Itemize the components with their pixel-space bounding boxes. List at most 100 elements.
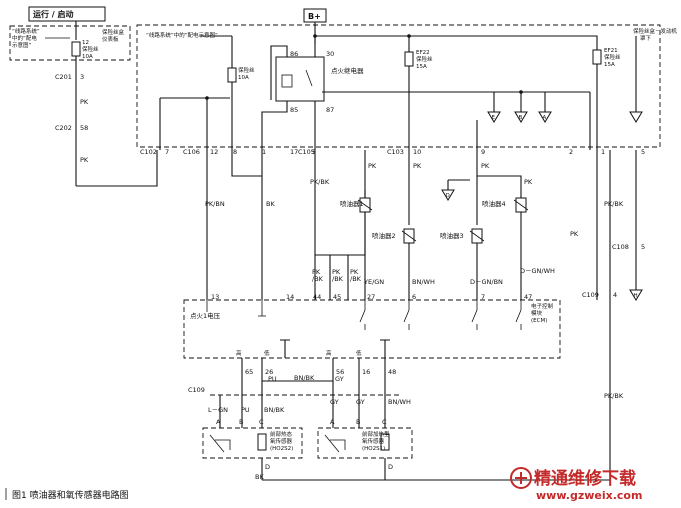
fuse-12-name: 保险丝 (82, 45, 99, 53)
svg-text:模块: 模块 (531, 309, 543, 317)
svg-text:10: 10 (413, 148, 421, 156)
svg-text:14: 14 (286, 293, 294, 301)
power-note-3: 示意图” (12, 41, 32, 49)
svg-text:47: 47 (524, 293, 532, 301)
wire-bk: BK (266, 200, 275, 208)
wire-pk-2: PK (80, 156, 89, 164)
wire-pk-bn: PK/BN (205, 200, 225, 208)
svg-text:A: A (330, 418, 335, 426)
sensor-1-heater (257, 433, 267, 451)
connector-c109-left: C109 (188, 386, 205, 394)
svg-text:氧传感器: 氧传感器 (270, 437, 293, 445)
fuse-12-number: 12 (82, 40, 89, 46)
svg-text:E: E (492, 115, 496, 121)
svg-text:www.gzweix.com: www.gzweix.com (536, 489, 642, 502)
svg-text:精通维修下载: 精通维修下载 (534, 468, 636, 489)
wire-dgn-wh: D－GN/WH (520, 267, 555, 275)
wire-bn-bk: BN/BK (294, 374, 315, 382)
front-heated-o2-sensor-2 (202, 427, 303, 459)
svg-text:17: 17 (290, 148, 298, 156)
wire-pk-right: PK (570, 230, 579, 238)
svg-text:10A: 10A (238, 75, 249, 81)
injector-4-label: 喷油器4 (482, 199, 506, 208)
connector-c109-right: C109 (582, 291, 599, 299)
svg-text:前部加热型: 前部加热型 (362, 430, 390, 438)
svg-text:B: B (239, 418, 243, 426)
svg-text:保险丝: 保险丝 (416, 55, 433, 63)
svg-text:4: 4 (613, 291, 617, 299)
svg-text:/BK: /BK (312, 275, 324, 283)
svg-text:5: 5 (641, 243, 645, 251)
ignition-switch-box (28, 6, 106, 22)
svg-text:C: C (382, 418, 387, 426)
svg-text:电子控制: 电子控制 (531, 302, 554, 310)
svg-text:保险丝: 保险丝 (604, 53, 621, 61)
svg-text:前部热态: 前部热态 (270, 430, 293, 438)
svg-text:低: 低 (356, 349, 362, 357)
relay-coil (281, 74, 293, 88)
svg-text:高: 高 (236, 349, 242, 357)
power-note-2: 中的“配电 (12, 34, 37, 42)
svg-text:BN/BK: BN/BK (264, 406, 285, 414)
svg-text:/BK: /BK (350, 275, 362, 283)
svg-text:C: C (259, 418, 264, 426)
connector-c102: C102 (140, 148, 157, 156)
relay-fuse-symbol (227, 67, 237, 83)
svg-text:GY: GY (335, 375, 344, 383)
svg-text:低: 低 (264, 349, 270, 357)
fuse-panel-label-1: 保险丝盒 (102, 28, 125, 36)
svg-text:保险丝: 保险丝 (238, 66, 255, 74)
watermark: 精通维修下载 www.gzweix.com (510, 467, 642, 502)
svg-text:9: 9 (481, 148, 485, 156)
svg-text:D: D (446, 193, 450, 199)
svg-text:85: 85 (290, 106, 298, 114)
svg-text:PK/BK: PK/BK (604, 392, 624, 400)
relay-label: 点火继电器 (331, 66, 364, 75)
figure-caption: 图1 喷油器和氧传感器电路图 (12, 489, 129, 501)
svg-text:27: 27 (367, 293, 375, 301)
svg-text:(ECM): (ECM) (531, 318, 547, 324)
svg-text:BN/WH: BN/WH (388, 398, 411, 406)
svg-text:GY: GY (330, 398, 339, 406)
ignition-relay (275, 56, 325, 102)
underhood-label-2: 罩下 (640, 35, 652, 42)
ground-B: B (514, 111, 528, 123)
svg-text:H: H (634, 293, 638, 299)
wire-pk-bk-2: PK/BK (604, 200, 624, 208)
ground-A: A (538, 111, 552, 123)
svg-text:15A: 15A (416, 64, 427, 70)
wire-ye-gn: YE/GN (363, 278, 384, 286)
power-note-inner: “线路系统”中的“配电示意图” (146, 31, 218, 39)
svg-text:13: 13 (211, 293, 219, 301)
svg-text:D: D (265, 463, 270, 471)
fuse-ef22-symbol (404, 51, 414, 67)
svg-text:PK: PK (524, 178, 533, 186)
svg-text:58: 58 (80, 124, 88, 132)
svg-text:PU: PU (268, 375, 277, 383)
svg-text:44: 44 (313, 293, 321, 301)
svg-text:1: 1 (262, 148, 266, 156)
svg-text:D: D (388, 463, 393, 471)
svg-text:86: 86 (290, 50, 298, 58)
svg-text:B: B (356, 418, 360, 426)
svg-text:BK: BK (255, 473, 264, 481)
svg-text:56: 56 (336, 368, 344, 376)
svg-text:高: 高 (326, 349, 332, 357)
ecm-module-outline (183, 299, 561, 359)
svg-text:PK: PK (481, 162, 490, 170)
ground-H (629, 289, 643, 301)
svg-text:6: 6 (412, 293, 416, 301)
injector-3-label: 喷油器3 (440, 231, 464, 240)
svg-text:B: B (519, 115, 523, 121)
svg-text:3: 3 (80, 73, 84, 81)
svg-text:EF21: EF21 (604, 48, 618, 54)
wire-l-gn: L－GN (208, 406, 228, 414)
svg-text:12: 12 (210, 148, 218, 156)
svg-text:PU: PU (241, 406, 250, 414)
svg-text:/BK: /BK (332, 275, 344, 283)
connector-c108: C108 (612, 243, 629, 251)
connector-c103: C103 (387, 148, 404, 156)
svg-text:2: 2 (569, 148, 573, 156)
svg-text:8: 8 (233, 148, 237, 156)
instrument-fuse-panel-outline (9, 25, 131, 61)
